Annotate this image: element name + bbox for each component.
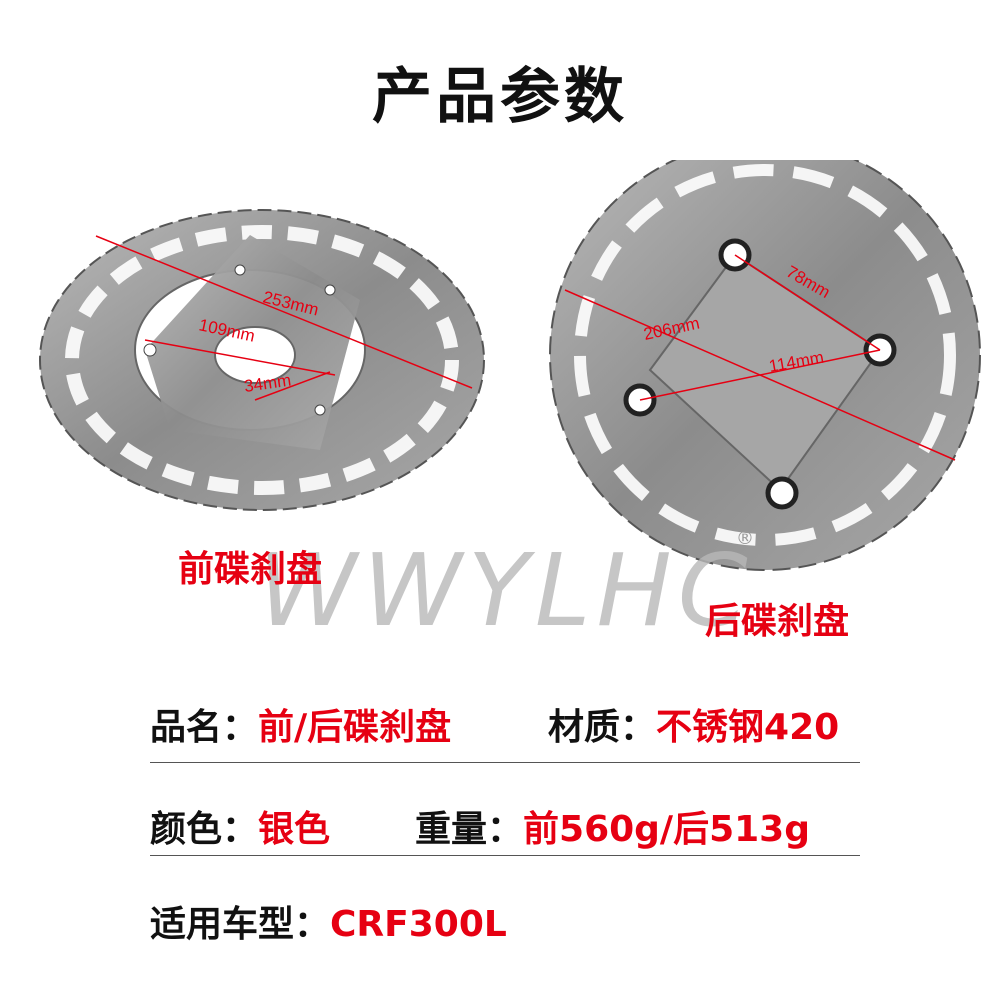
- spec-row-name-material: 品名：前/后碟刹盘: [150, 698, 451, 750]
- model-label: 适用车型：: [150, 904, 331, 945]
- weight-value: 前560g/后513g: [523, 809, 810, 850]
- name-label: 品名：: [150, 707, 259, 748]
- spec-model: 适用车型：CRF300L: [150, 895, 507, 947]
- spec-color: 颜色：银色: [150, 800, 330, 852]
- material-value: 不锈钢420: [656, 707, 840, 748]
- divider: [150, 762, 860, 763]
- material-label: 材质：: [548, 707, 657, 748]
- front-disc-label: 前碟刹盘: [178, 549, 323, 590]
- name-value: 前/后碟刹盘: [258, 707, 452, 748]
- spec-material: 材质：不锈钢420: [548, 698, 839, 750]
- spec-weight: 重量：前560g/后513g: [415, 800, 810, 852]
- weight-label: 重量：: [415, 809, 524, 850]
- model-value: CRF300L: [330, 904, 507, 945]
- front-disc: [39, 209, 485, 511]
- rear-disc: [549, 160, 981, 571]
- divider: [150, 855, 860, 856]
- color-label: 颜色：: [150, 809, 259, 850]
- color-value: 银色: [258, 809, 331, 850]
- registered-mark: ®: [736, 528, 754, 549]
- product-image: 253mm 109mm 34mm 206mm 114mm 78mm: [0, 160, 1000, 680]
- page-title: 产品参数: [372, 62, 628, 132]
- brand-watermark: WWYLHC: [258, 532, 754, 649]
- rear-disc-label: 后碟刹盘: [705, 601, 850, 642]
- brake-discs-illustration: 253mm 109mm 34mm 206mm 114mm 78mm: [39, 160, 981, 571]
